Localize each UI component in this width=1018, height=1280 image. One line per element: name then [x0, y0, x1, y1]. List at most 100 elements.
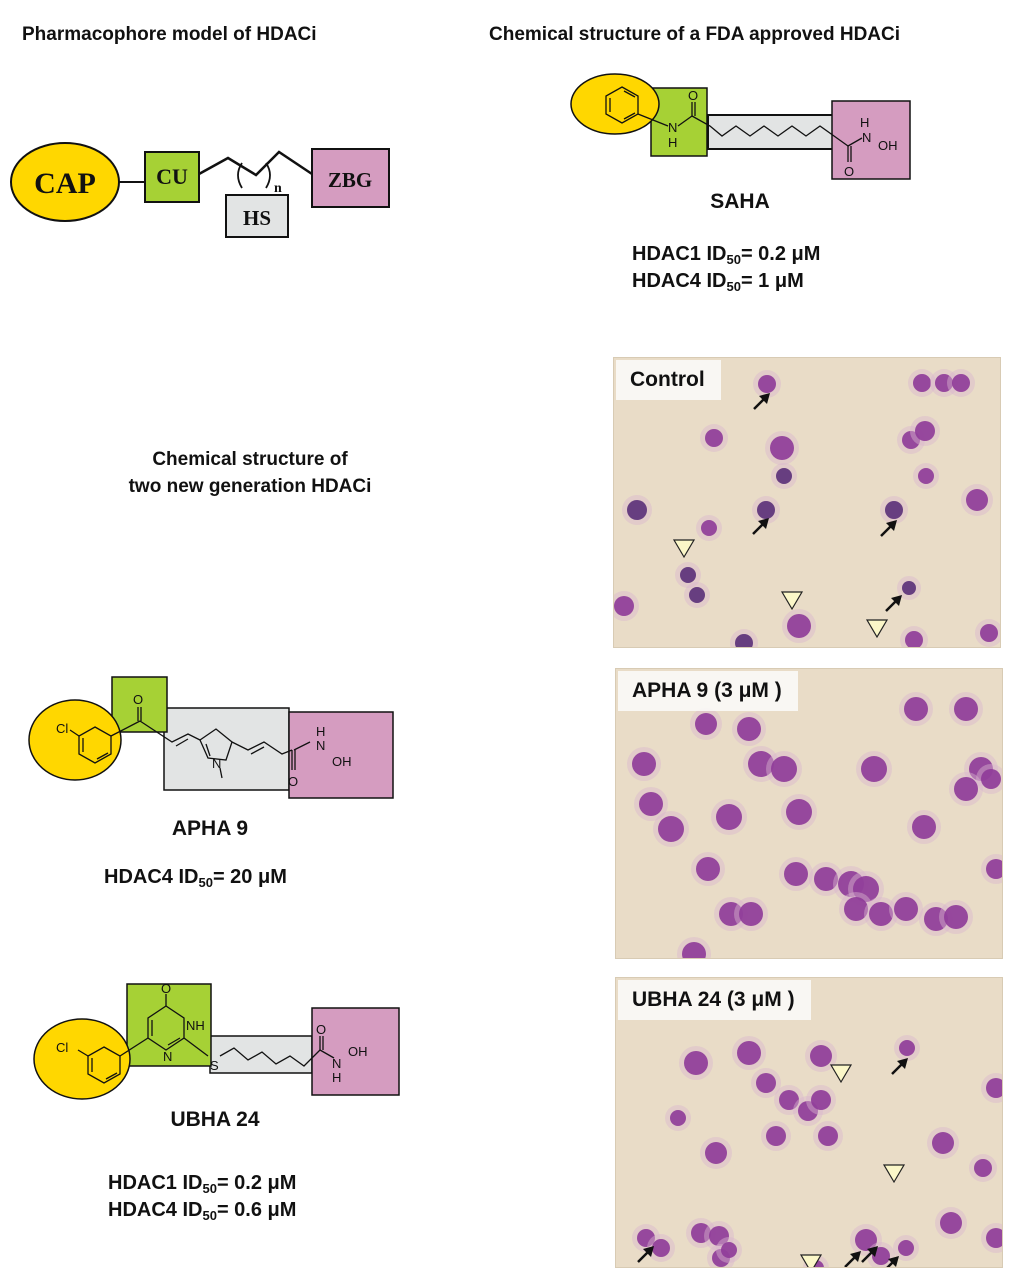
- apha9-atom-pyrrole-n: N: [212, 756, 221, 771]
- cell-nucleus: [786, 799, 812, 825]
- cell-nucleus: [709, 1226, 729, 1246]
- micrograph-ubha24-cells: [632, 1035, 1002, 1267]
- saha-atom-hydroxamate-n: N: [862, 130, 871, 145]
- cell-nucleus: [705, 429, 723, 447]
- cell-nucleus: [691, 1223, 711, 1243]
- cell-nucleus: [966, 489, 988, 511]
- cell-nucleus: [766, 1126, 786, 1146]
- hs-label: HS: [243, 206, 271, 230]
- apha9-atom-o: O: [288, 774, 298, 789]
- cell-nucleus: [944, 905, 968, 929]
- ubha24-structure: Cl O NH N S O N OH H: [33, 981, 400, 1100]
- ubha24-activity-hdac4: HDAC4 ID50= 0.6 μM: [108, 1197, 296, 1224]
- metric-subscript: 50: [202, 1181, 217, 1196]
- cell-nucleus: [682, 942, 706, 958]
- cap-ellipse: [10, 142, 120, 222]
- cell-nucleus: [716, 804, 742, 830]
- cell-nucleus: [705, 1142, 727, 1164]
- linker-zigzag: [198, 150, 313, 177]
- zbg-label: ZBG: [328, 168, 372, 192]
- hs-box: [225, 194, 289, 238]
- black-arrow-head: [897, 1058, 908, 1069]
- black-arrow-head: [643, 1246, 654, 1257]
- apha9-atom-h: H: [316, 724, 325, 739]
- saha-atom-hydroxamate-h: H: [860, 115, 869, 130]
- saha-atom-hydroxamate-o: O: [844, 164, 854, 179]
- black-arrow-head: [850, 1251, 861, 1262]
- micrograph-label: APHA 9 (3 μM ): [618, 671, 798, 711]
- cell-nucleus: [905, 631, 923, 647]
- cell-nucleus: [787, 614, 811, 638]
- cell-nucleus: [627, 500, 647, 520]
- cell-nucleus: [721, 1242, 737, 1258]
- cell-nucleus: [757, 501, 775, 519]
- apha9-activity-hdac4: HDAC4 ID50= 20 μM: [104, 864, 287, 891]
- cell-nucleus: [818, 1126, 838, 1146]
- micrograph-apha9: APHA 9 (3 μM ): [615, 668, 1003, 959]
- white-arrowhead-icon: [865, 619, 889, 639]
- repeat-subscript: n: [274, 181, 282, 196]
- cell-nucleus: [853, 876, 879, 902]
- ubha24-atom-nh: NH: [186, 1018, 205, 1033]
- cell-nucleus: [855, 1229, 877, 1251]
- cell-nucleus: [689, 587, 705, 603]
- enzyme: HDAC4: [632, 270, 701, 292]
- cell-nucleus: [814, 867, 838, 891]
- cell-nucleus: [695, 713, 717, 735]
- saha-atom-h: H: [668, 135, 677, 150]
- saha-cap-ellipse: [570, 73, 660, 135]
- saha-cu-box: [650, 87, 708, 157]
- ubha24-hs-box: [209, 1035, 313, 1074]
- metric-subscript: 50: [726, 252, 741, 267]
- cell-nucleus: [632, 752, 656, 776]
- black-arrow-head: [759, 393, 770, 404]
- value: = 1 μM: [740, 270, 804, 292]
- enzyme: HDAC4: [104, 866, 173, 888]
- cell-nucleus: [869, 902, 893, 926]
- cell-nucleus: [810, 1045, 832, 1067]
- micrograph-label: UBHA 24 (3 μM ): [618, 980, 811, 1020]
- cell-nucleus: [756, 1073, 776, 1093]
- saha-benzene-ring: [605, 86, 639, 124]
- apha9-atom-n: N: [316, 738, 325, 753]
- cell-nucleus: [739, 902, 763, 926]
- metric-subscript: 50: [198, 875, 213, 890]
- saha-activity-hdac4: HDAC4 ID50= 1 μM: [632, 268, 804, 295]
- cell-nucleus: [913, 374, 931, 392]
- white-arrowhead-icon: [882, 1164, 906, 1184]
- cell-nucleus: [701, 520, 717, 536]
- cell-nucleus: [776, 468, 792, 484]
- micrograph-control-cells: [614, 369, 1000, 647]
- cell-nucleus: [902, 431, 920, 449]
- value: = 0.2 μM: [216, 1172, 297, 1194]
- pharmacophore-diagram: CAP CU n HS ZBG: [10, 142, 390, 238]
- cell-nucleus: [912, 815, 936, 839]
- cell-nucleus: [952, 374, 970, 392]
- apha9-atom-oh: OH: [332, 754, 352, 769]
- white-arrowhead-icon: [829, 1064, 853, 1084]
- cell-nucleus: [737, 717, 761, 741]
- cell-nucleus: [658, 816, 684, 842]
- ubha24-atom-oh: OH: [348, 1044, 368, 1059]
- cell-nucleus: [915, 421, 935, 441]
- cell-nucleus: [680, 567, 696, 583]
- open-paren: [237, 162, 243, 189]
- cell-nucleus: [614, 596, 634, 616]
- micrograph-label: Control: [616, 360, 721, 400]
- saha-atom-n: N: [668, 120, 677, 135]
- ubha24-zbg-box: [311, 1007, 400, 1096]
- white-arrowhead-icon: [780, 591, 804, 611]
- cell-nucleus: [779, 1090, 799, 1110]
- apha9-atom-ketone-o: O: [133, 692, 143, 707]
- apha9-atom-cl: Cl: [56, 721, 68, 736]
- ubha24-activity-hdac1: HDAC1 ID50= 0.2 μM: [108, 1170, 296, 1197]
- cu-label: CU: [156, 164, 188, 189]
- cell-nucleus: [735, 634, 753, 647]
- cell-nucleus: [894, 897, 918, 921]
- cell-nucleus: [737, 1041, 761, 1065]
- cap-label: CAP: [34, 167, 96, 200]
- cell-nucleus: [637, 1229, 655, 1247]
- value: = 0.2 μM: [740, 243, 821, 265]
- cell-nucleus: [924, 907, 948, 931]
- saha-activity-hdac1: HDAC1 ID50= 0.2 μM: [632, 241, 820, 268]
